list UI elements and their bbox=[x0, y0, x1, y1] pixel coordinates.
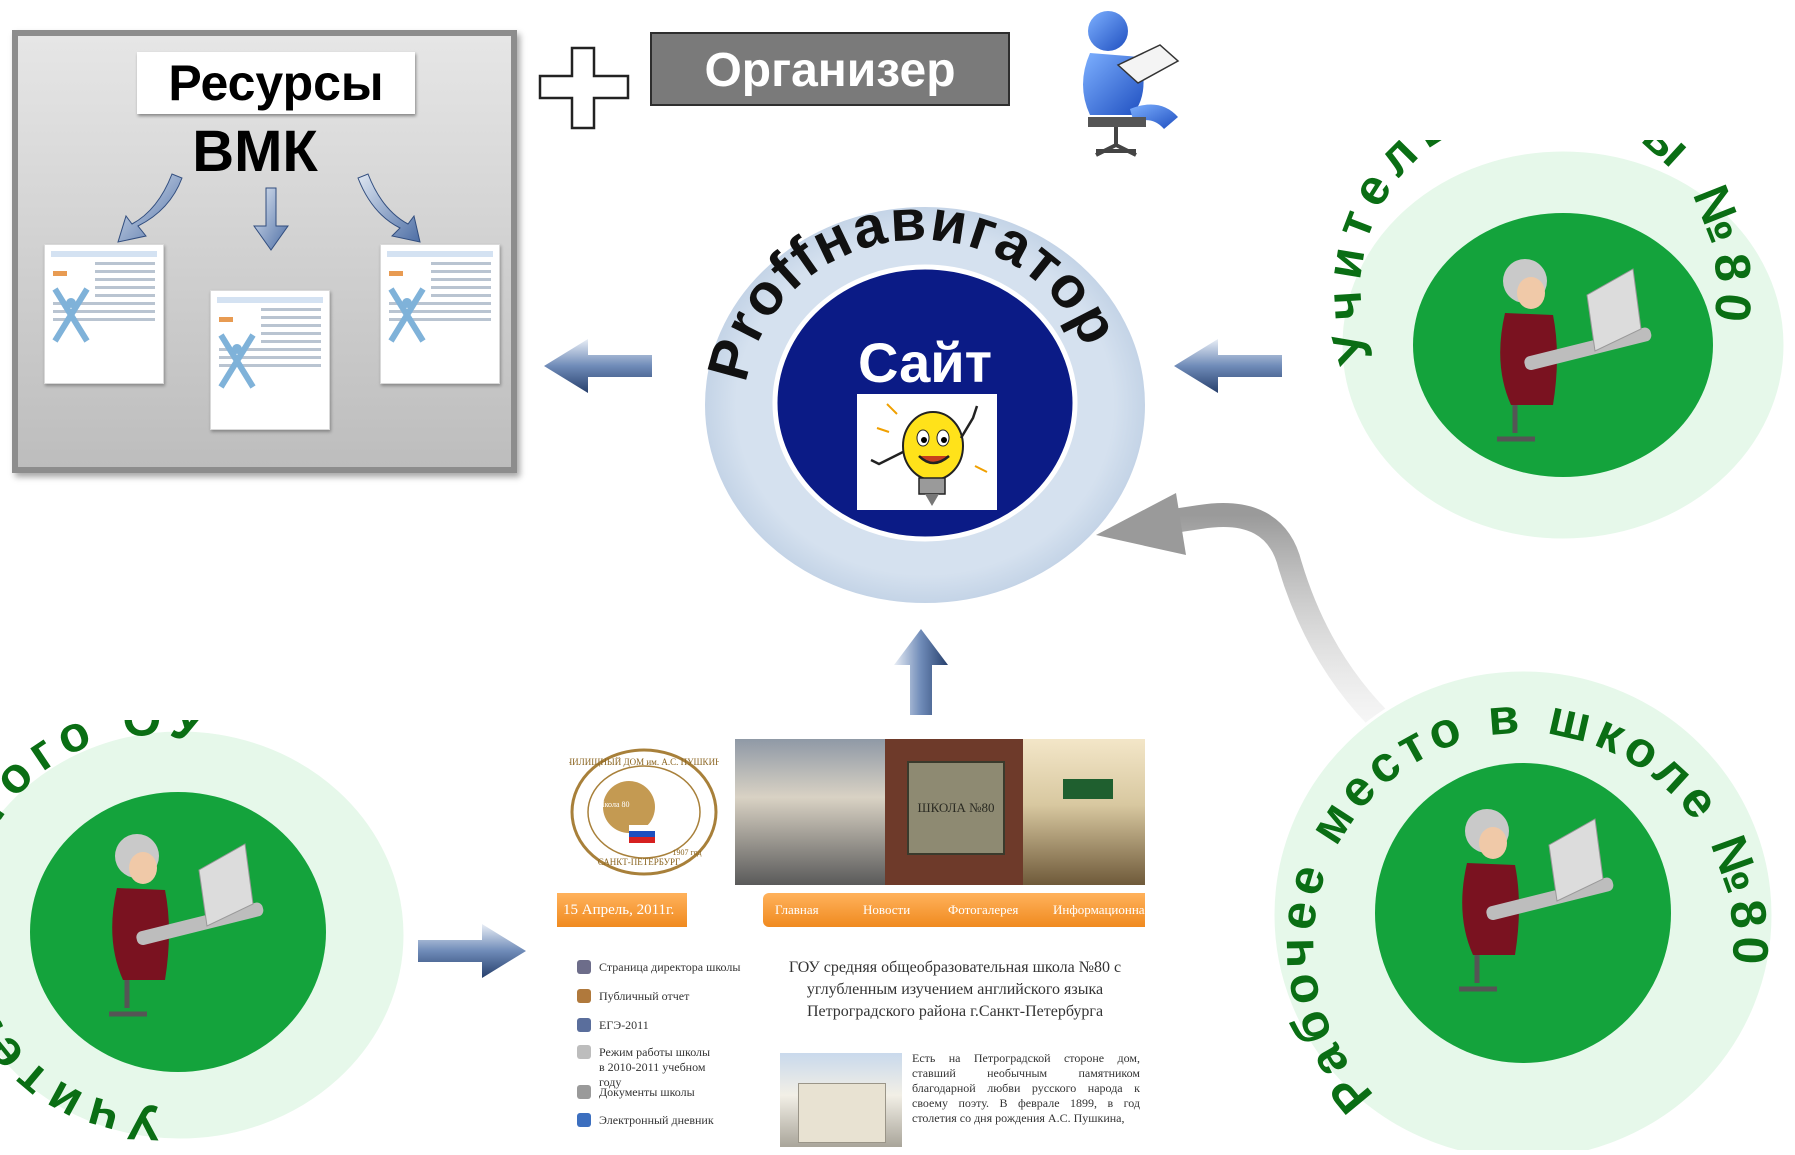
resources-subtitle: ВМК bbox=[192, 119, 318, 184]
teacher-school-ring: Учитель школы №80 bbox=[1315, 65, 1787, 542]
school-title: ГОУ средняя общеобразовательная школа №8… bbox=[788, 959, 1122, 1020]
document-icon bbox=[577, 1045, 591, 1059]
teacher-other-circle: Учитель другого ОУ bbox=[0, 690, 410, 1151]
sidebar-item-label: ЕГЭ-2011 bbox=[599, 1018, 649, 1032]
article-photo bbox=[780, 1053, 902, 1147]
sidebar-item-label: Режим работы школы в 2010-2011 учебном г… bbox=[599, 1045, 711, 1089]
teacher-at-computer-icon bbox=[1459, 809, 1614, 992]
article-text: Есть на Петроградской стороне дом, ставш… bbox=[912, 1051, 1140, 1125]
teacher-other-ring: Учитель другого ОУ bbox=[0, 690, 407, 1151]
workplace-circle: Рабочее место в школе №80 bbox=[1265, 655, 1775, 1155]
plaque-photo: ШКОЛА №80 bbox=[885, 739, 1023, 885]
sidebar-item-diary[interactable]: Электронный дневник bbox=[577, 1113, 714, 1128]
resource-page-thumbnail bbox=[380, 244, 500, 384]
site-navigator-circle: Proffнавигатор Сайт bbox=[695, 187, 1155, 610]
workplace-ring: Рабочее место в школе №80 bbox=[1268, 668, 1775, 1155]
curved-arrow-workplace bbox=[1096, 493, 1399, 735]
sidebar-item-label: Страница директора школы bbox=[599, 960, 741, 974]
sidebar-item-label: Публичный отчет bbox=[599, 989, 690, 1003]
lightbulb-icon bbox=[870, 403, 988, 506]
logo-school: Школа 80 bbox=[597, 800, 630, 809]
menu-item-gallery[interactable]: Фотогалерея bbox=[948, 902, 1019, 917]
resource-page-thumbnail bbox=[210, 290, 330, 430]
arrow-to-website bbox=[418, 924, 526, 978]
resource-arrows bbox=[117, 173, 421, 251]
page-figure-icon bbox=[52, 287, 90, 343]
arrow-to-resources bbox=[544, 339, 652, 393]
teacher-school-circle: Учитель школы №80 bbox=[1315, 65, 1788, 550]
sidebar-item-report[interactable]: Публичный отчет bbox=[577, 989, 689, 1004]
school-building-photo bbox=[735, 739, 885, 885]
pen-icon bbox=[577, 1018, 591, 1032]
organizer-box: Организер bbox=[650, 32, 1010, 106]
menu-item-news[interactable]: Новости bbox=[863, 902, 911, 917]
teacher-at-computer-icon bbox=[109, 834, 264, 1017]
lightbulb-picture bbox=[857, 394, 997, 510]
sidebar-item-schedule[interactable]: Режим работы школы в 2010-2011 учебном г… bbox=[577, 1045, 717, 1090]
site-menu: Главная Новости Фотогалерея Информационн… bbox=[763, 893, 1145, 927]
arrow-right-down bbox=[357, 173, 421, 243]
menu-item-info[interactable]: Информационная д bbox=[1053, 902, 1145, 917]
teacher-at-computer-icon bbox=[1497, 259, 1652, 442]
sidebar-item-label: Электронный дневник bbox=[599, 1113, 714, 1127]
folder-icon bbox=[577, 1085, 591, 1099]
arrow-left-down bbox=[117, 173, 183, 243]
arrow-to-navigator bbox=[1174, 339, 1282, 393]
people-icon bbox=[577, 989, 591, 1003]
building-facade bbox=[798, 1083, 886, 1143]
reading-person-icon bbox=[1083, 11, 1180, 157]
page-figure-icon bbox=[218, 333, 256, 389]
plaque-text: ШКОЛА №80 bbox=[907, 761, 1005, 855]
arrow-site-up bbox=[894, 629, 948, 715]
resources-title: Ресурсы bbox=[137, 52, 415, 114]
arrow-down bbox=[253, 187, 289, 251]
site-label: Сайт bbox=[857, 331, 993, 394]
plus-symbol bbox=[536, 42, 632, 132]
sidebar-item-director[interactable]: Страница директора школы bbox=[577, 960, 740, 975]
logo-year: 1907 год bbox=[673, 848, 702, 857]
person-icon bbox=[577, 960, 591, 974]
sidebar-item-exam[interactable]: ЕГЭ-2011 bbox=[577, 1018, 649, 1033]
diary-icon bbox=[577, 1113, 591, 1127]
classroom-photo bbox=[1023, 739, 1145, 885]
logo-bottom-text: САНКТ-ПЕТЕРБУРГ bbox=[598, 857, 680, 867]
menu-item-home[interactable]: Главная bbox=[775, 902, 819, 917]
sidebar-item-documents[interactable]: Документы школы bbox=[577, 1085, 695, 1100]
page-figure-icon bbox=[388, 287, 426, 343]
sidebar-item-label: Документы школы bbox=[599, 1085, 695, 1099]
resource-page-thumbnail bbox=[44, 244, 164, 384]
date-tab: 15 Апрель, 2011г. bbox=[557, 893, 687, 927]
blackboard bbox=[1063, 779, 1113, 799]
